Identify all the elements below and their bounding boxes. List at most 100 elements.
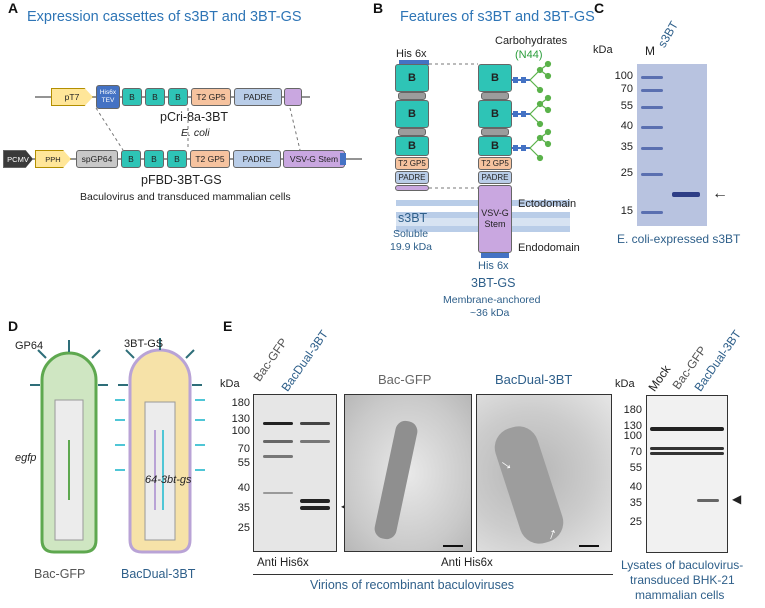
64-3bt-gs-gene-label: 64-3bt-gs: [145, 474, 192, 486]
spgp64-signal: spGP64: [76, 150, 118, 168]
s3bt-padre: PADRE: [395, 171, 429, 184]
c-marker-100: 100: [614, 70, 633, 82]
lysate-band-70a: [650, 447, 724, 450]
e-kda-label: kDa: [220, 378, 240, 390]
virion-divider: [253, 574, 613, 575]
gs-linker-2: [481, 128, 509, 136]
c-ladder-band: [641, 147, 663, 150]
em1-title: Bac-GFP: [378, 372, 432, 387]
pcri-construct-name: pCri-8a-3BT: [160, 110, 229, 124]
scale-bar: [443, 545, 463, 547]
lysate-caption-3: mammalian cells: [635, 588, 725, 602]
gs-t2gp5: T2 GP5: [478, 157, 512, 170]
r-marker-100: 100: [623, 430, 642, 442]
gs-padre: PADRE: [478, 171, 512, 184]
pt7-promoter: pT7: [51, 88, 93, 106]
his-bottom-label: His 6x: [478, 260, 509, 272]
r-marker-25: 25: [629, 516, 642, 528]
ecoli-host-label: E. coli: [181, 127, 210, 139]
r-marker-180: 180: [623, 404, 642, 416]
s3bt-mass: 19.9 kDa: [390, 241, 433, 253]
c-ladder-band: [641, 173, 663, 176]
c-ladder-band: [641, 126, 663, 129]
e-band: [300, 440, 330, 443]
c-ladder-band: [641, 211, 663, 214]
t2-gp5-domain-2: T2 GP5: [190, 150, 230, 168]
virion-caption: Virions of recombinant baculoviruses: [310, 578, 515, 592]
c-marker-35: 35: [620, 141, 633, 153]
em-bacdual-image: → →: [476, 394, 612, 552]
his-top-bar: [399, 60, 429, 65]
pph-promoter: PPH: [35, 150, 71, 168]
gs-b-1: B: [478, 64, 512, 92]
e-3bt-gs-band: [300, 506, 330, 510]
virion-rod: [372, 419, 420, 541]
carbohydrates-label: Carbohydrates: [495, 35, 568, 47]
e-band: [263, 440, 293, 443]
lane-m-label: M: [645, 44, 655, 58]
em2-title: BacDual-3BT: [495, 372, 573, 387]
padre-domain: PADRE: [234, 88, 282, 106]
r-marker-40: 40: [629, 481, 642, 493]
e-marker-100: 100: [231, 425, 250, 437]
his-tag-text: His6x: [99, 89, 117, 96]
e-marker-70: 70: [237, 443, 250, 455]
gs-name: 3BT-GS: [471, 276, 516, 290]
gs-b-3: B: [478, 136, 512, 156]
panel-d-label: D: [8, 318, 19, 334]
s3bt-tail: [395, 185, 429, 191]
panel-a-label: A: [8, 0, 19, 16]
virion-western-blot: [253, 394, 337, 552]
padre-domain-2: PADRE: [233, 150, 281, 168]
pfbd-construct-name: pFBD-3BT-GS: [141, 173, 222, 187]
stem-text-1: VSV-G: [481, 208, 509, 218]
c-marker-55: 55: [620, 100, 633, 112]
e-right-kda: kDa: [615, 378, 635, 390]
gs-vsvg-stem: VSV-G Stem: [478, 185, 512, 253]
c-marker-70: 70: [620, 83, 633, 95]
panel-b-label: B: [373, 0, 384, 16]
b-domain-5: B: [144, 150, 164, 168]
e-band: [263, 455, 293, 458]
egfp-gene-label: egfp: [15, 452, 37, 464]
b-domain-1: B: [122, 88, 142, 106]
n44-label: (N44): [515, 49, 543, 61]
pcmv-promoter: PCMV: [3, 150, 33, 168]
e-marker-40: 40: [237, 482, 250, 494]
stem-text-2: Stem: [484, 219, 506, 229]
s3bt-linker-1: [398, 92, 426, 100]
his-bottom-bar: [481, 253, 509, 258]
scale-bar: [579, 545, 599, 547]
lysate-band-100: [650, 427, 724, 431]
s3bt-linker-2: [398, 128, 426, 136]
gp64-label: GP64: [15, 340, 44, 352]
e-marker-25: 25: [237, 522, 250, 534]
c-ladder-band: [641, 106, 663, 109]
b-domain-3: B: [168, 88, 188, 106]
top-stop-domain: [284, 88, 302, 106]
r-marker-35: 35: [629, 497, 642, 509]
lysate-caption-2: transduced BHK-21: [630, 573, 735, 587]
gs-mass: ~36 kDa: [470, 307, 510, 319]
e-3bt-gs-band: [300, 499, 330, 503]
his-top-label: His 6x: [396, 48, 427, 60]
em-antibody: Anti His6x: [441, 557, 493, 569]
lysate-arrow: ◀: [732, 492, 742, 506]
c-marker-40: 40: [620, 120, 633, 132]
gs-membrane-anchored: Membrane-anchored: [443, 294, 541, 306]
b-domain-2: B: [145, 88, 165, 106]
c-marker-15: 15: [620, 205, 633, 217]
lysate-caption-1: Lysates of baculovirus-: [621, 558, 744, 572]
em-bac-gfp-image: [344, 394, 472, 552]
vsvg-stem-domain: VSV-G Stem: [283, 150, 345, 168]
panel-a-title: Expression cassettes of s3BT and 3BT-GS: [27, 9, 302, 25]
bacdual-3bt-label: BacDual-3BT: [121, 567, 196, 581]
r-marker-70: 70: [629, 446, 642, 458]
panel-b-title: Features of s3BT and 3BT-GS: [400, 9, 595, 25]
lysate-western-blot: [646, 395, 728, 553]
s3bt-soluble: Soluble: [393, 228, 429, 240]
s3bt-b-3: B: [395, 136, 429, 156]
s3bt-b-1: B: [395, 64, 429, 92]
panel-e-label: E: [223, 318, 233, 334]
t2-gp5-domain: T2 GP5: [191, 88, 231, 106]
